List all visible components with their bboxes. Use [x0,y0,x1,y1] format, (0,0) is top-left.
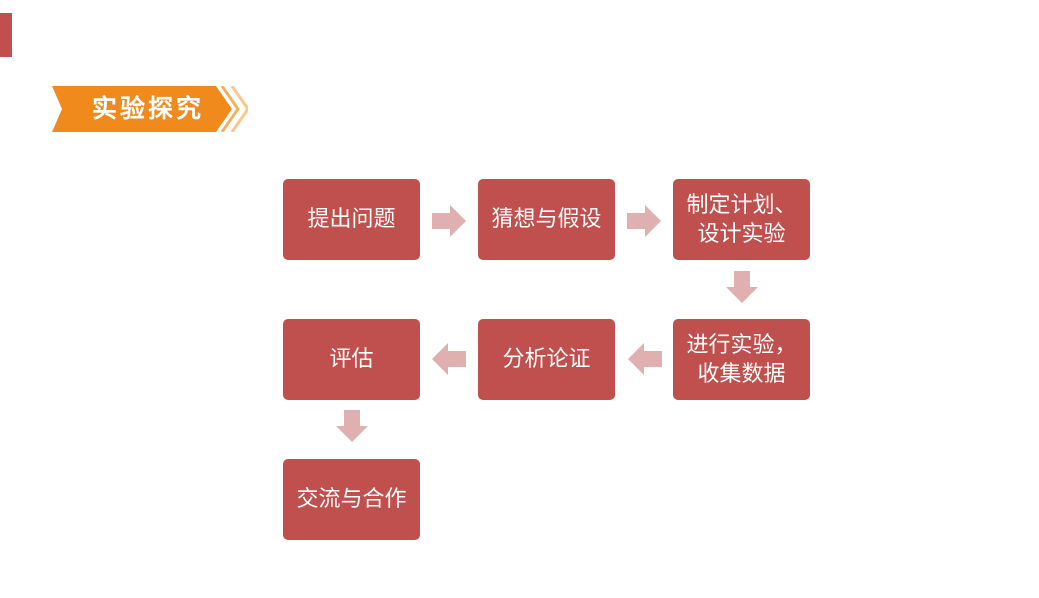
step-communicate: 交流与合作 [283,459,420,540]
step-ask-question: 提出问题 [283,179,420,260]
arrow-right-icon [627,205,661,237]
step-hypothesis: 猜想与假设 [478,179,615,260]
arrow-down-icon [336,410,368,442]
arrow-left-icon [628,343,662,375]
step-analyze: 分析论证 [478,319,615,400]
arrow-right-icon [432,205,466,237]
arrow-down-icon [726,271,758,303]
banner-shape [52,86,248,132]
step-experiment-collect: 进行实验，收集数据 [673,319,810,400]
section-banner: 实验探究 [52,86,248,132]
section-title: 实验探究 [91,94,204,123]
step-plan-design: 制定计划、设计实验 [673,179,810,260]
slide-accent-bar [0,13,12,57]
step-evaluate: 评估 [283,319,420,400]
arrow-left-icon [432,343,466,375]
